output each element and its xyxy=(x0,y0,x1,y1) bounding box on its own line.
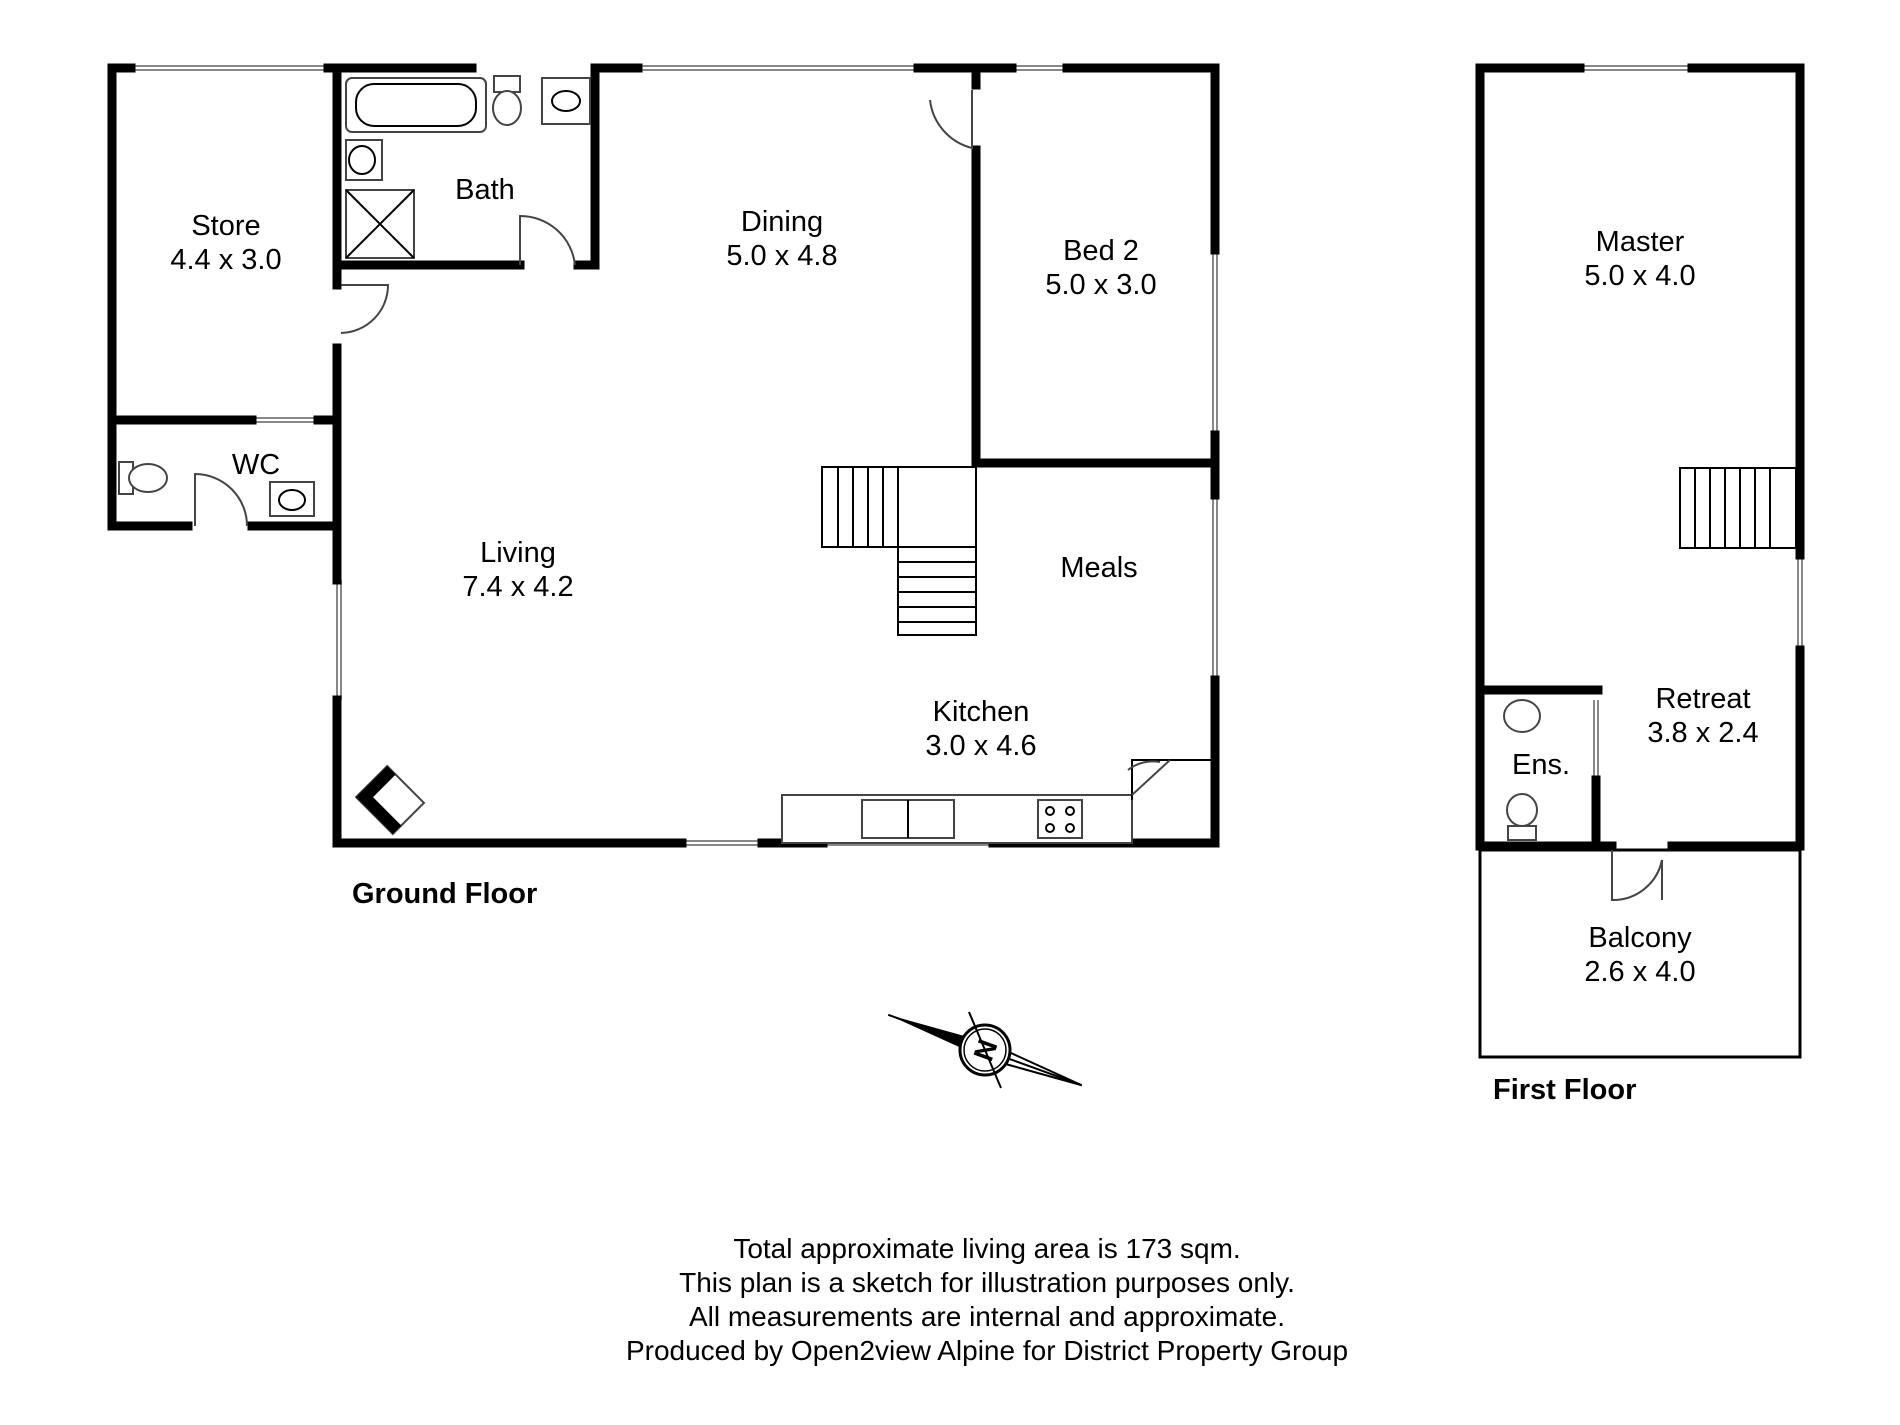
store-name: Store xyxy=(191,210,260,242)
ensuite-toilet-bowl xyxy=(1506,793,1538,827)
dining-name: Dining xyxy=(741,206,823,238)
bed2-name: Bed 2 xyxy=(1063,235,1139,267)
first-floor-plan: Master 5.0 x 4.0 Retreat 3.8 x 2.4 Ens. … xyxy=(1475,63,1805,1106)
heater-icon xyxy=(354,764,426,836)
cooktop xyxy=(1037,799,1083,839)
meals-name: Meals xyxy=(1060,552,1137,584)
dining-door xyxy=(929,90,973,150)
ground-floor-windows xyxy=(131,65,1218,846)
balcony-door xyxy=(1611,850,1663,902)
first-floor-title: First Floor xyxy=(1493,1074,1636,1106)
plan-footer: Total approximate living area is 173 sqm… xyxy=(626,1233,1348,1366)
balcony-size: 2.6 x 4.0 xyxy=(1584,956,1695,988)
wc-toilet-bowl xyxy=(128,463,168,493)
toilet-bowl xyxy=(492,90,522,126)
retreat-name: Retreat xyxy=(1655,683,1750,715)
compass-icon: N xyxy=(887,1011,1083,1089)
balcony-outline xyxy=(1478,848,1802,1059)
footer-line-3: All measurements are internal and approx… xyxy=(689,1301,1285,1332)
wc-fixtures xyxy=(118,461,315,527)
kitchen-size: 3.0 x 4.6 xyxy=(925,730,1036,762)
ground-floor-stairs xyxy=(821,466,977,636)
bed2-size: 5.0 x 3.0 xyxy=(1045,269,1156,301)
wc-name: WC xyxy=(232,449,280,481)
master-name: Master xyxy=(1596,226,1685,258)
living-name: Living xyxy=(480,537,556,569)
ensuite-toilet-tank xyxy=(1507,825,1537,841)
ground-floor-plan: Store 4.4 x 3.0 Bath Dining 5.0 x 4.8 Be… xyxy=(107,63,1220,910)
ensuite-basin xyxy=(1503,699,1541,733)
pantry-door xyxy=(1127,759,1171,796)
basin xyxy=(541,77,591,125)
bath-name: Bath xyxy=(455,174,515,206)
bath-door xyxy=(519,214,576,266)
ground-floor-title: Ground Floor xyxy=(352,878,537,910)
wc-door xyxy=(194,472,248,527)
bathtub xyxy=(345,77,487,133)
first-floor-stairs xyxy=(1679,467,1797,549)
dining-size: 5.0 x 4.8 xyxy=(726,240,837,272)
kitchen-bench xyxy=(781,759,1215,844)
master-size: 5.0 x 4.0 xyxy=(1584,260,1695,292)
toilet-tank xyxy=(493,75,521,93)
footer-line-2: This plan is a sketch for illustration p… xyxy=(679,1267,1295,1298)
kitchen-name: Kitchen xyxy=(933,696,1030,728)
ground-floor-walls xyxy=(107,63,1220,848)
store-size: 4.4 x 3.0 xyxy=(170,244,281,276)
ensuite-name: Ens. xyxy=(1512,749,1570,781)
balcony-name: Balcony xyxy=(1588,922,1692,954)
first-floor-walls xyxy=(1475,63,1805,851)
footer-line-1: Total approximate living area is 173 sqm… xyxy=(733,1233,1240,1264)
first-floor-windows xyxy=(1580,65,1803,780)
footer-line-4: Produced by Open2view Alpine for Distric… xyxy=(626,1335,1348,1366)
living-size: 7.4 x 4.2 xyxy=(462,571,573,603)
store-door xyxy=(340,284,390,334)
bath-fixtures xyxy=(345,75,591,266)
retreat-size: 3.8 x 2.4 xyxy=(1647,717,1758,749)
ensuite-fixtures xyxy=(1503,699,1541,841)
